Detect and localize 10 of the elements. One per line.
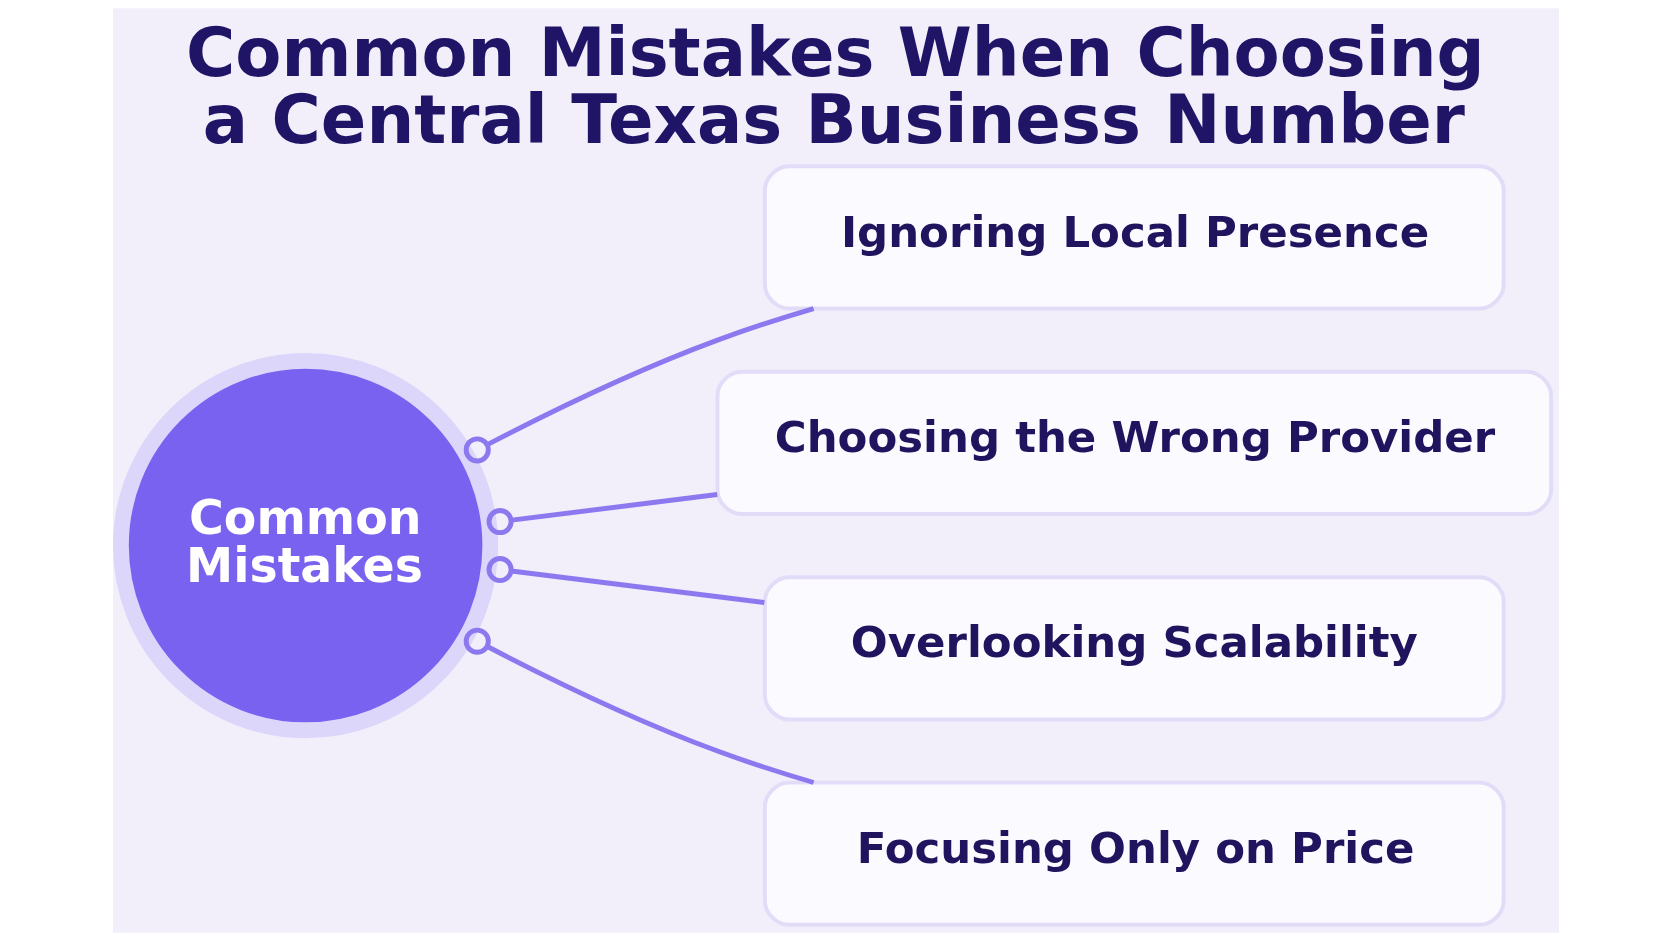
connector xyxy=(463,306,815,464)
connector xyxy=(463,627,815,785)
node-box: Choosing the Wrong Provider xyxy=(715,369,1554,516)
node-box: Overlooking Scalability xyxy=(762,575,1506,722)
diagram-title: Common Mistakes When Choosing a Central Texas Business Number xyxy=(186,13,1485,159)
node-box: Focusing Only on Price xyxy=(762,780,1506,927)
connector xyxy=(486,556,765,605)
node-box: Ignoring Local Presence xyxy=(762,164,1506,311)
node-circle: Common Mistakes xyxy=(113,352,499,739)
connector xyxy=(486,492,718,536)
